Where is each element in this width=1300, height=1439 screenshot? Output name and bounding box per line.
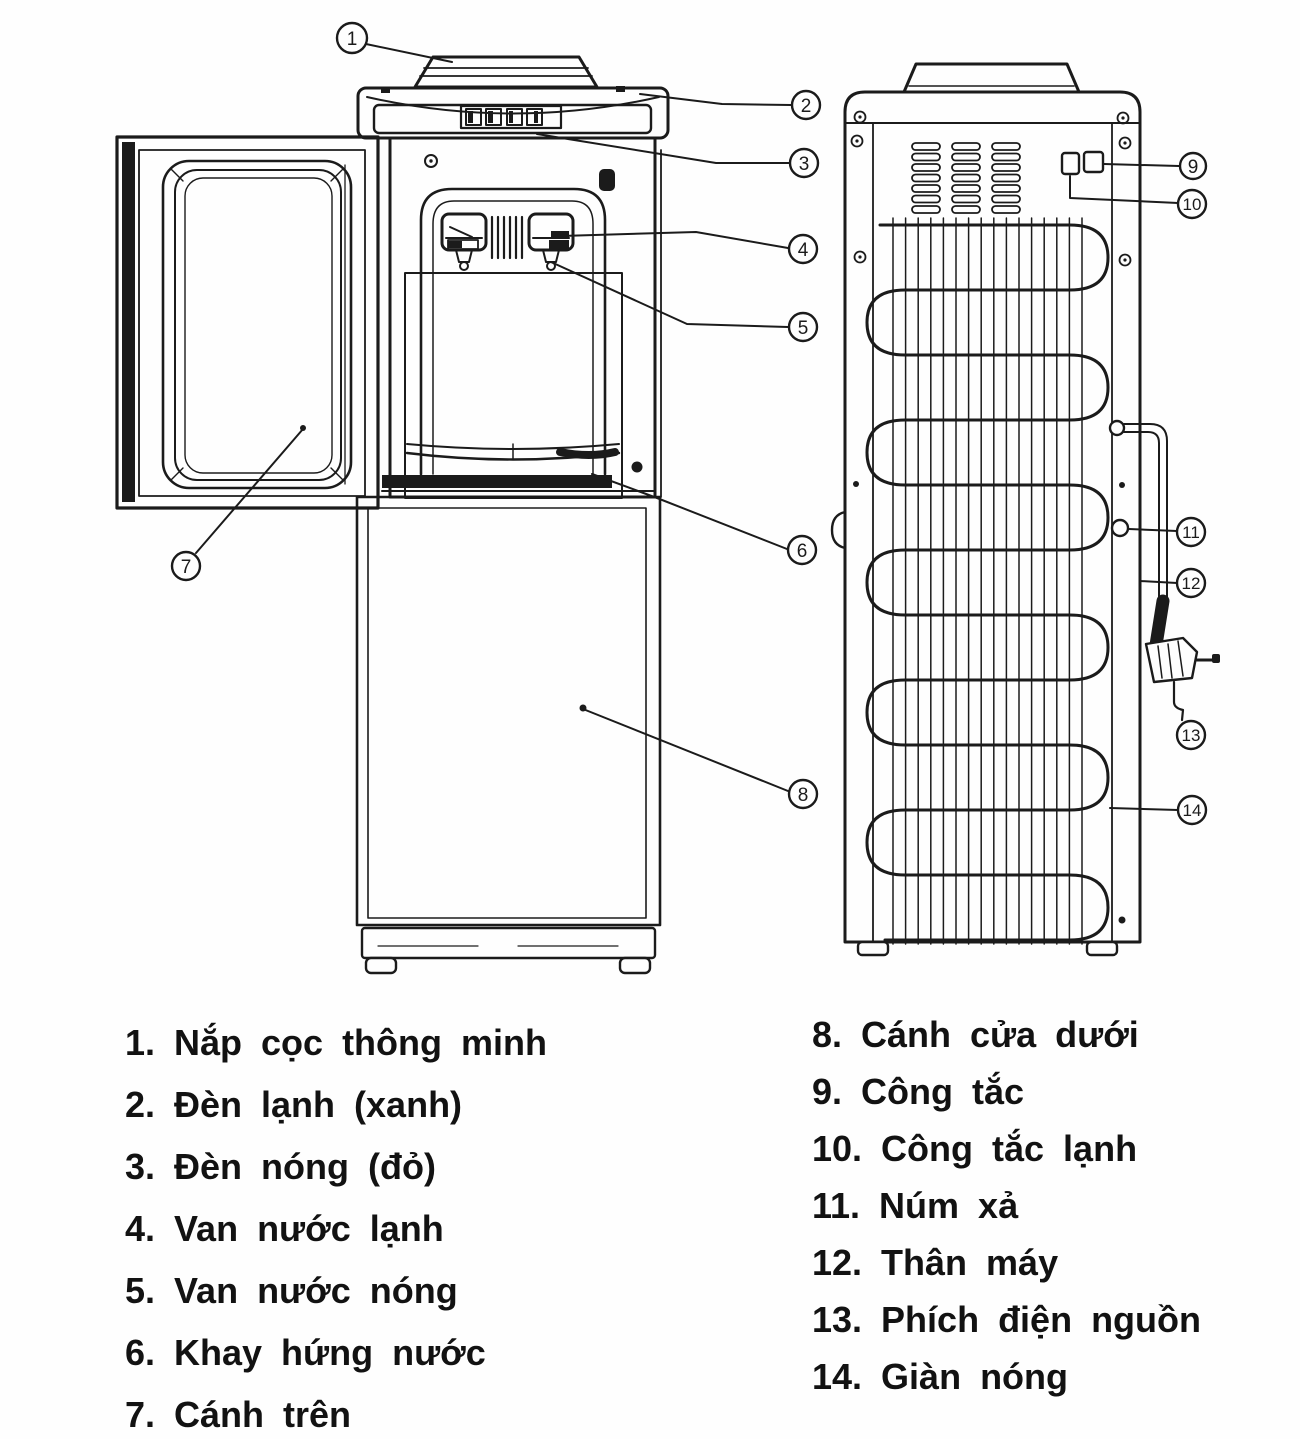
vent-louvers (911, 142, 1021, 214)
condenser-wires (892, 217, 1083, 945)
svg-text:9: 9 (1188, 157, 1199, 178)
bottle-cap (413, 55, 599, 89)
callout-4: 4 (787, 233, 819, 265)
callout-3: 3 (788, 147, 820, 179)
callout-10: 10 (1176, 188, 1208, 220)
callout-13: 13 (1175, 719, 1207, 751)
legend-item-5: 5. Van nước nóng (125, 1270, 458, 1311)
svg-text:14: 14 (1183, 801, 1202, 820)
svg-text:5: 5 (798, 318, 809, 339)
svg-text:2: 2 (801, 96, 812, 117)
legend-item-7: 7. Cánh trên (125, 1394, 352, 1435)
rear-cabinet (830, 62, 1142, 957)
rear-leaders (1069, 163, 1180, 811)
control-panel (356, 86, 670, 140)
callout-2: 2 (790, 89, 822, 121)
legend-left-column: 1. Nắp cọc thông minh 2. Đèn lạnh (xanh)… (125, 1012, 547, 1439)
legend-item-12: 12. Thân máy (812, 1242, 1059, 1283)
legend-item-1: 1. Nắp cọc thông minh (125, 1022, 548, 1063)
callout-12: 12 (1175, 567, 1207, 599)
drain-knob (1110, 518, 1130, 538)
svg-text:1: 1 (347, 29, 358, 50)
callout-6: 6 (786, 534, 818, 566)
legend-item-11: 11. Núm xả (812, 1185, 1019, 1226)
callout-14: 14 (1176, 794, 1208, 826)
hot-water-tap (527, 212, 575, 271)
upper-body (388, 136, 662, 499)
callout-5: 5 (787, 311, 819, 343)
svg-text:7: 7 (181, 557, 192, 578)
upper-door (115, 135, 380, 510)
svg-text:3: 3 (799, 154, 810, 175)
legend-item-8: 8. Cánh cửa dưới (812, 1014, 1139, 1055)
front-view (115, 43, 792, 975)
cold-switch (1082, 150, 1105, 174)
drip-tray (381, 443, 656, 492)
callout-1: 1 (335, 21, 369, 55)
legend-item-13: 13. Phích điện nguồn (812, 1299, 1202, 1340)
legend-item-6: 6. Khay hứng nước (125, 1332, 486, 1373)
callout-11: 11 (1175, 516, 1207, 548)
svg-text:13: 13 (1182, 726, 1201, 745)
callout-7: 7 (170, 550, 202, 582)
legend-item-9: 9. Công tắc (812, 1071, 1025, 1112)
indicator-lights (459, 104, 563, 130)
tap-divider-ridges (490, 215, 524, 260)
legend-item-4: 4. Van nước lạnh (125, 1208, 444, 1249)
condenser-coil (865, 223, 1110, 942)
legend-item-3: 3. Đèn nóng (đỏ) (125, 1146, 436, 1187)
callout-9: 9 (1178, 151, 1208, 181)
callout-8: 8 (787, 778, 819, 810)
svg-text:10: 10 (1183, 195, 1202, 214)
power-switch (1060, 151, 1081, 176)
svg-text:8: 8 (798, 785, 809, 806)
svg-text:11: 11 (1182, 523, 1200, 542)
rear-view (830, 62, 1220, 957)
cold-water-tap (440, 212, 488, 271)
legend-right-column: 8. Cánh cửa dưới 9. Công tắc 10. Công tắ… (812, 1006, 1201, 1405)
svg-text:6: 6 (797, 541, 808, 562)
legend-item-14: 14. Giàn nóng (812, 1356, 1069, 1397)
front-leaders (195, 43, 792, 792)
rear-screws (850, 110, 1132, 924)
power-plug (1108, 419, 1220, 722)
legend-item-10: 10. Công tắc lạnh (812, 1128, 1138, 1169)
lower-door (355, 495, 662, 975)
svg-text:12: 12 (1182, 574, 1201, 593)
svg-text:4: 4 (798, 240, 809, 261)
callouts: 1 2 3 4 5 6 7 (170, 21, 1208, 826)
legend-item-2: 2. Đèn lạnh (xanh) (125, 1084, 463, 1125)
